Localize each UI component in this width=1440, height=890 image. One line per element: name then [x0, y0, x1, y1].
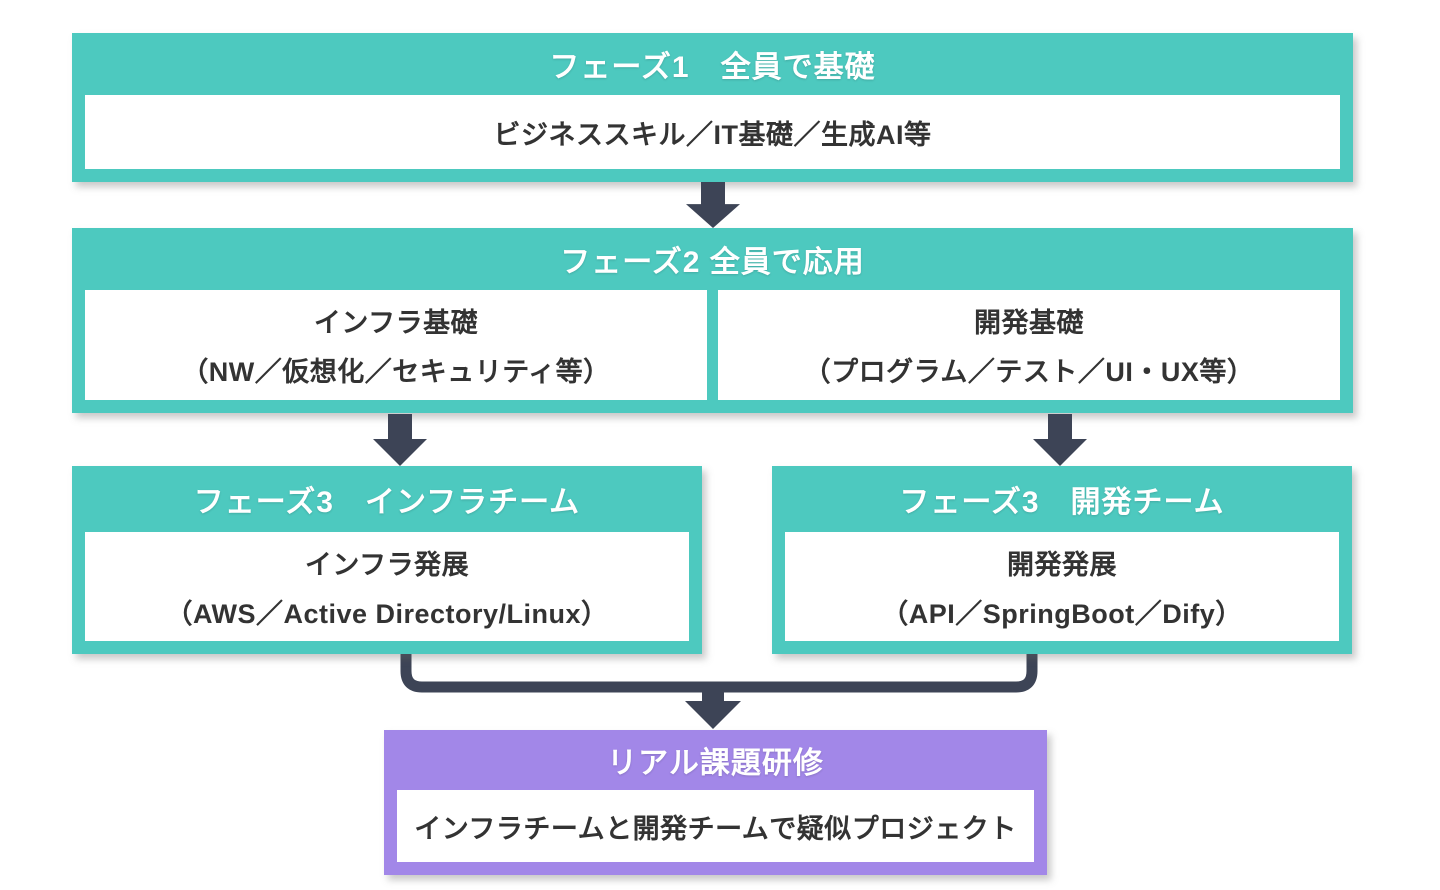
final-training-body-text: インフラチームと開発チームで疑似プロジェクト	[414, 813, 1017, 844]
phase1-header: フェーズ1 全員で基礎	[549, 51, 876, 84]
phase2-infra-title: インフラ基礎	[313, 308, 479, 338]
phase3-dev-box: フェーズ3 開発チーム 開発発展 （API／SpringBoot／Dify）	[772, 466, 1352, 654]
phase3-dev-content: 開発発展 （API／SpringBoot／Dify）	[785, 532, 1339, 641]
phase1-content: ビジネススキル／IT基礎／生成AI等	[85, 95, 1340, 169]
phase3-infra-box: フェーズ3 インフラチーム インフラ発展 （AWS／Active Directo…	[72, 466, 702, 654]
phase2-box: フェーズ2 全員で応用 インフラ基礎 （NW／仮想化／セキュリティ等） 開発基礎…	[72, 228, 1353, 413]
phase3-infra-title: インフラ発展	[304, 549, 470, 580]
phase2-header: フェーズ2 全員で応用	[560, 246, 865, 279]
phase3-infra-body-box: インフラ発展 （AWS／Active Directory/Linux）	[85, 532, 689, 641]
phase3-dev-header: フェーズ3 開発チーム	[899, 486, 1225, 519]
phase2-infra-detail: （NW／仮想化／セキュリティ等）	[181, 357, 611, 387]
phase3-infra-header: フェーズ3 インフラチーム	[193, 486, 581, 519]
final-training-body-box: インフラチームと開発チームで疑似プロジェクト	[397, 790, 1034, 862]
down-arrow-icon	[373, 414, 427, 466]
final-training-box: リアル課題研修 インフラチームと開発チームで疑似プロジェクト	[384, 730, 1047, 875]
phase1-body-box: ビジネススキル／IT基礎／生成AI等	[85, 95, 1340, 169]
phase1-body-text: ビジネススキル／IT基礎／生成AI等	[493, 119, 932, 150]
phase2-infra-box: インフラ基礎 （NW／仮想化／セキュリティ等）	[85, 290, 707, 400]
down-arrow-icon	[1033, 414, 1087, 466]
phase1-box: フェーズ1 全員で基礎 ビジネススキル／IT基礎／生成AI等	[72, 33, 1353, 182]
phase2-dev-title: 開発基礎	[974, 308, 1084, 338]
phase2-dev-box: 開発基礎 （プログラム／テスト／UI・UX等）	[718, 290, 1340, 400]
phase3-infra-content: インフラ発展 （AWS／Active Directory/Linux）	[85, 532, 689, 641]
phase3-infra-detail: （AWS／Active Directory/Linux）	[165, 598, 609, 629]
phase3-dev-detail: （API／SpringBoot／Dify）	[881, 598, 1243, 629]
phase2-dev-detail: （プログラム／テスト／UI・UX等）	[803, 357, 1255, 387]
phase3-dev-body-box: 開発発展 （API／SpringBoot／Dify）	[785, 532, 1339, 641]
down-arrow-icon	[686, 182, 740, 228]
final-training-header: リアル課題研修	[607, 747, 824, 780]
final-training-content: インフラチームと開発チームで疑似プロジェクト	[397, 790, 1034, 862]
phase2-content: インフラ基礎 （NW／仮想化／セキュリティ等） 開発基礎 （プログラム／テスト／…	[85, 290, 1340, 400]
phase3-dev-title: 開発発展	[1007, 549, 1117, 580]
